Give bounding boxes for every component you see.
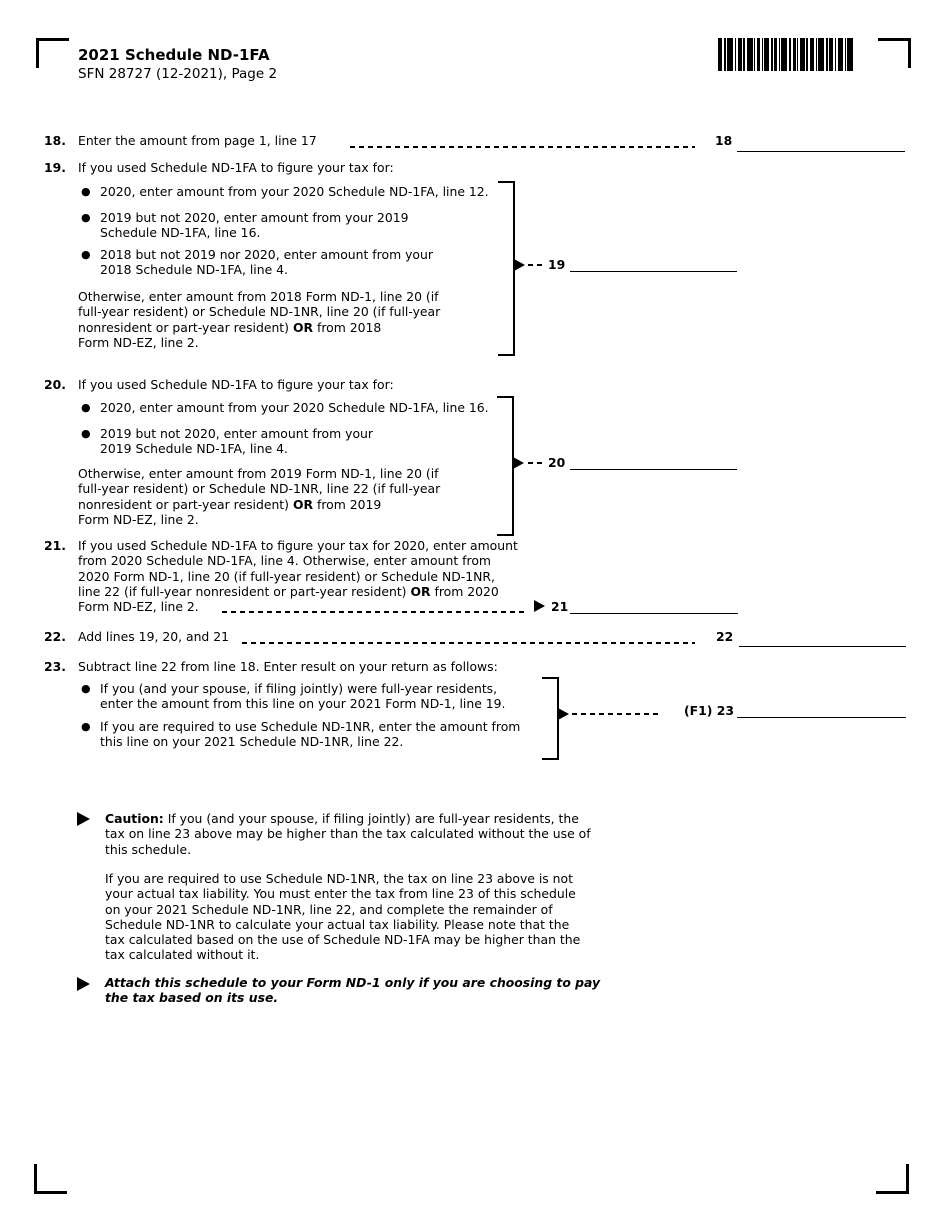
bullet-icon: ● [81,211,91,224]
line22-dotted-leader [242,642,695,644]
page-subtitle: SFN 28727 (12-2021), Page 2 [78,66,278,82]
line19-bullet-2020: 2020, enter amount from your 2020 Schedu… [100,184,489,199]
line20-dash-leader [528,462,545,464]
line22-number: 22. [44,629,66,644]
line23-amount-field[interactable] [737,717,906,718]
bullet-icon: ● [81,185,91,198]
line19-amount-field[interactable] [570,271,737,272]
caution-label: Caution: [105,811,164,826]
line18-amount-field[interactable] [737,151,905,152]
line23-bullet-residents: If you (and your spouse, if filing joint… [100,681,506,712]
line20-bullet-2020: 2020, enter amount from your 2020 Schedu… [100,400,489,415]
line18-number: 18. [44,133,66,148]
arrow-right-icon [513,457,524,469]
caution-paragraph-1: Caution: If you (and your spouse, if fil… [105,811,591,857]
line21-amount-field[interactable] [570,613,738,614]
line21-field-label: 21 [551,599,569,614]
line23-number: 23. [44,659,66,674]
caution-paragraph-2: If you are required to use Schedule ND-1… [105,871,581,963]
line23-bracket [542,677,559,760]
line21-dotted-leader [222,611,525,613]
bullet-icon: ● [81,682,91,695]
corner-mark-bottom-right [876,1164,909,1194]
line22-field-label: 22 [716,629,734,644]
bullet-icon: ● [81,720,91,733]
line20-bracket [497,396,514,536]
attach-instruction: Attach this schedule to your Form ND-1 o… [105,975,601,1006]
bullet-icon: ● [81,427,91,440]
line21-text: If you used Schedule ND-1FA to figure yo… [78,538,518,615]
line20-bullet-2019: 2019 but not 2020, enter amount from you… [100,426,373,457]
line22-text: Add lines 19, 20, and 21 [78,629,229,644]
corner-mark-bottom-left [34,1164,67,1194]
line19-number: 19. [44,160,66,175]
line20-amount-field[interactable] [570,469,737,470]
line23-dash-leader [572,713,658,715]
line20-number: 20. [44,377,66,392]
line19-dash-leader [528,264,545,266]
arrow-right-icon [558,708,569,720]
bullet-icon: ● [81,248,91,261]
line23-field-label: (F1) 23 [684,703,734,718]
page-title: 2021 Schedule ND-1FA [78,46,270,64]
arrow-right-icon [514,259,525,271]
line19-bracket [498,181,515,356]
line19-otherwise-text: Otherwise, enter amount from 2018 Form N… [78,289,441,350]
line18-text: Enter the amount from page 1, line 17 [78,133,317,148]
line23-intro: Subtract line 22 from line 18. Enter res… [78,659,498,674]
line23-bullet-nd1nr: If you are required to use Schedule ND-1… [100,719,521,750]
corner-mark-top-right [878,38,911,68]
line21-number: 21. [44,538,66,553]
line22-amount-field[interactable] [739,646,906,647]
line19-intro: If you used Schedule ND-1FA to figure yo… [78,160,394,175]
line19-field-label: 19 [548,257,566,272]
line20-otherwise-text: Otherwise, enter amount from 2019 Form N… [78,466,441,527]
line19-bullet-2019: 2019 but not 2020, enter amount from you… [100,210,409,241]
line18-field-label: 18 [715,133,733,148]
corner-mark-top-left [36,38,69,68]
line19-bullet-2018: 2018 but not 2019 nor 2020, enter amount… [100,247,433,278]
bullet-icon: ● [81,401,91,414]
barcode [718,38,858,71]
arrow-right-icon [77,977,90,991]
line18-dotted-leader [350,146,695,148]
arrow-right-icon [77,812,90,826]
arrow-right-icon [534,600,545,612]
line20-field-label: 20 [548,455,566,470]
line20-intro: If you used Schedule ND-1FA to figure yo… [78,377,394,392]
